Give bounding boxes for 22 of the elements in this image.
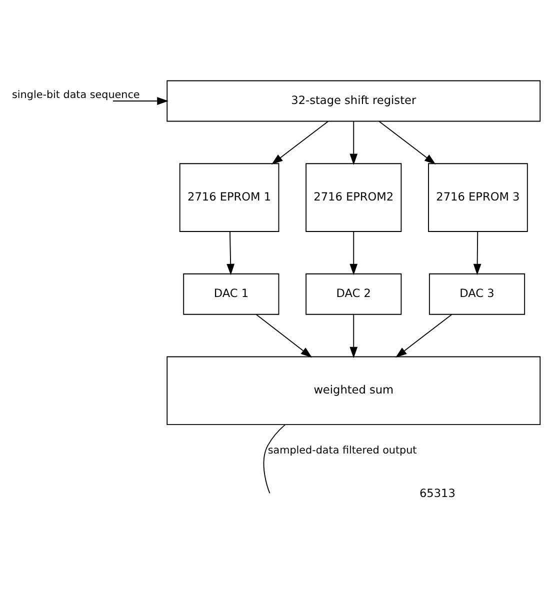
node-box: 2716 EPROM2: [306, 163, 402, 232]
node-box: 2716 EPROM 3: [428, 163, 528, 232]
arrow: [350, 121, 358, 166]
connector: [263, 424, 286, 494]
edge-label: sampled-data filtered output: [268, 444, 417, 457]
arrow: [112, 97, 168, 105]
node-box: weighted sum: [166, 356, 541, 426]
arrow: [350, 314, 358, 358]
node-box: DAC 2: [306, 273, 402, 315]
arrow: [256, 314, 312, 358]
arrow: [378, 120, 436, 165]
node-box: DAC 1: [183, 273, 280, 315]
arrow: [226, 231, 235, 276]
arrow: [473, 231, 482, 276]
arrow: [350, 231, 358, 276]
node-box: 32-stage shift register: [166, 80, 541, 122]
arrow: [271, 120, 329, 165]
edge-label: single-bit data sequence: [12, 89, 140, 102]
node-box: DAC 3: [428, 273, 526, 315]
node-box: 2716 EPROM 1: [179, 163, 280, 232]
arrow: [395, 314, 452, 358]
label: 65313: [419, 487, 456, 500]
